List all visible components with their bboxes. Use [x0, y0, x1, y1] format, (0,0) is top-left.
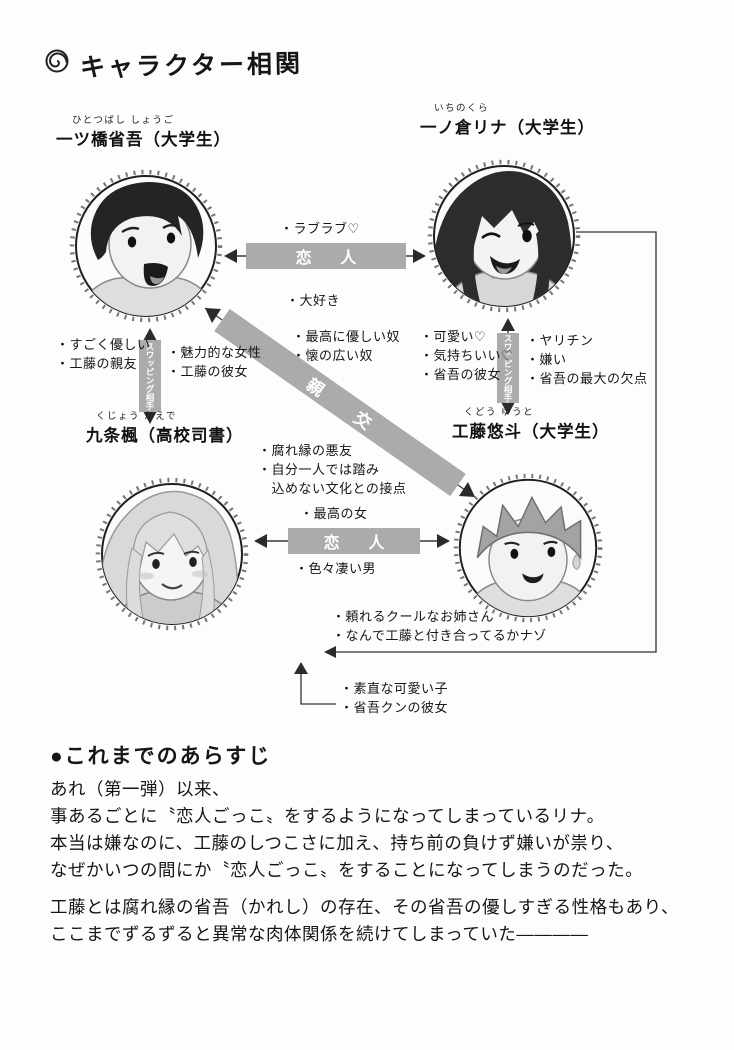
furigana-kaede: くじょう かえで [96, 411, 177, 422]
portrait-rina [427, 159, 581, 313]
rina-to-kaede-loop [324, 231, 657, 658]
synopsis-paragraph-2: 工藤とは腐れ縁の省吾（かれし）の存在、その省吾の優しすぎる性格もあり、 ここまで… [50, 897, 679, 944]
name-shogo: 一ツ橋省吾（大学生） [56, 131, 231, 149]
right-band-notes-left: ・可愛い♡ ・気持ちいい♡ ・省吾の彼女 [420, 329, 514, 382]
friendship-notes-upper: ・最高に優しい奴 ・懐の広い奴 [292, 329, 401, 363]
connector-lines [139, 231, 657, 705]
left-band-label: スワッピング相手 [145, 342, 155, 410]
right-band-notes-right: ・ヤリチン ・嫌い ・省吾の最大の欠点 [526, 333, 648, 386]
left-relation-connector [139, 328, 161, 424]
bottom-band-note-above: ・最高の女 [300, 506, 368, 521]
top-lovers-band-label: 恋人 [295, 250, 386, 267]
top-lovers-connector [224, 243, 426, 269]
left-band-notes-left: ・すごく優しい ・工藤の親友 [56, 337, 151, 371]
furigana-rina: いちのくら [434, 103, 490, 114]
portrait-yuto [453, 473, 603, 623]
furigana-yuto: くどう ゆうと [464, 407, 535, 418]
furigana-shogo: ひとつばし しょうご [72, 115, 175, 126]
diagonal-connector [204, 307, 476, 498]
synopsis-heading: ●これまでのあらすじ [50, 745, 272, 768]
portrait-shogo [69, 169, 223, 323]
name-kaede: 九条楓（高校司書） [86, 427, 244, 445]
name-rina: 一ノ倉リナ（大学生） [420, 119, 595, 137]
top-band-note-above: ・ラブラブ♡ [280, 221, 360, 236]
bottom-band-note-below: ・色々凄い男 [295, 561, 377, 576]
kaede-to-rina-arrow [294, 662, 336, 705]
rina-note: ・素直な可愛い子 ・省吾クンの彼女 [340, 681, 449, 715]
synopsis-paragraph-1: あれ（第一弾）以来、 事あるごとに〝恋人ごっこ〟をするようになってしまっているリ… [50, 779, 644, 880]
left-band-notes-right: ・魅力的な女性 ・工藤の彼女 [167, 345, 262, 379]
portrait-kaede [95, 477, 249, 631]
spiral-bullet-icon [45, 49, 69, 73]
right-band-label: スワッピング相手 [503, 334, 513, 402]
relationship-diagram: 恋人 恋人 親交 スワッピング相手 スワッピング相手 ・ラブラブ♡ ・大好き ・… [56, 103, 657, 715]
kaede-note: ・頼れるクールなお姉さん ・なんで工藤と付き合ってるかナゾ [332, 609, 547, 643]
top-band-note-below: ・大好き [286, 293, 341, 308]
right-relation-connector [497, 318, 519, 415]
name-yuto: 工藤悠斗（大学生） [452, 423, 610, 441]
bottom-lovers-band-label: 恋人 [323, 535, 414, 552]
friendship-notes-lower: ・腐れ縁の悪友 ・自分一人では踏み 込めない文化との接点 [258, 443, 407, 496]
bottom-lovers-connector [254, 528, 450, 554]
